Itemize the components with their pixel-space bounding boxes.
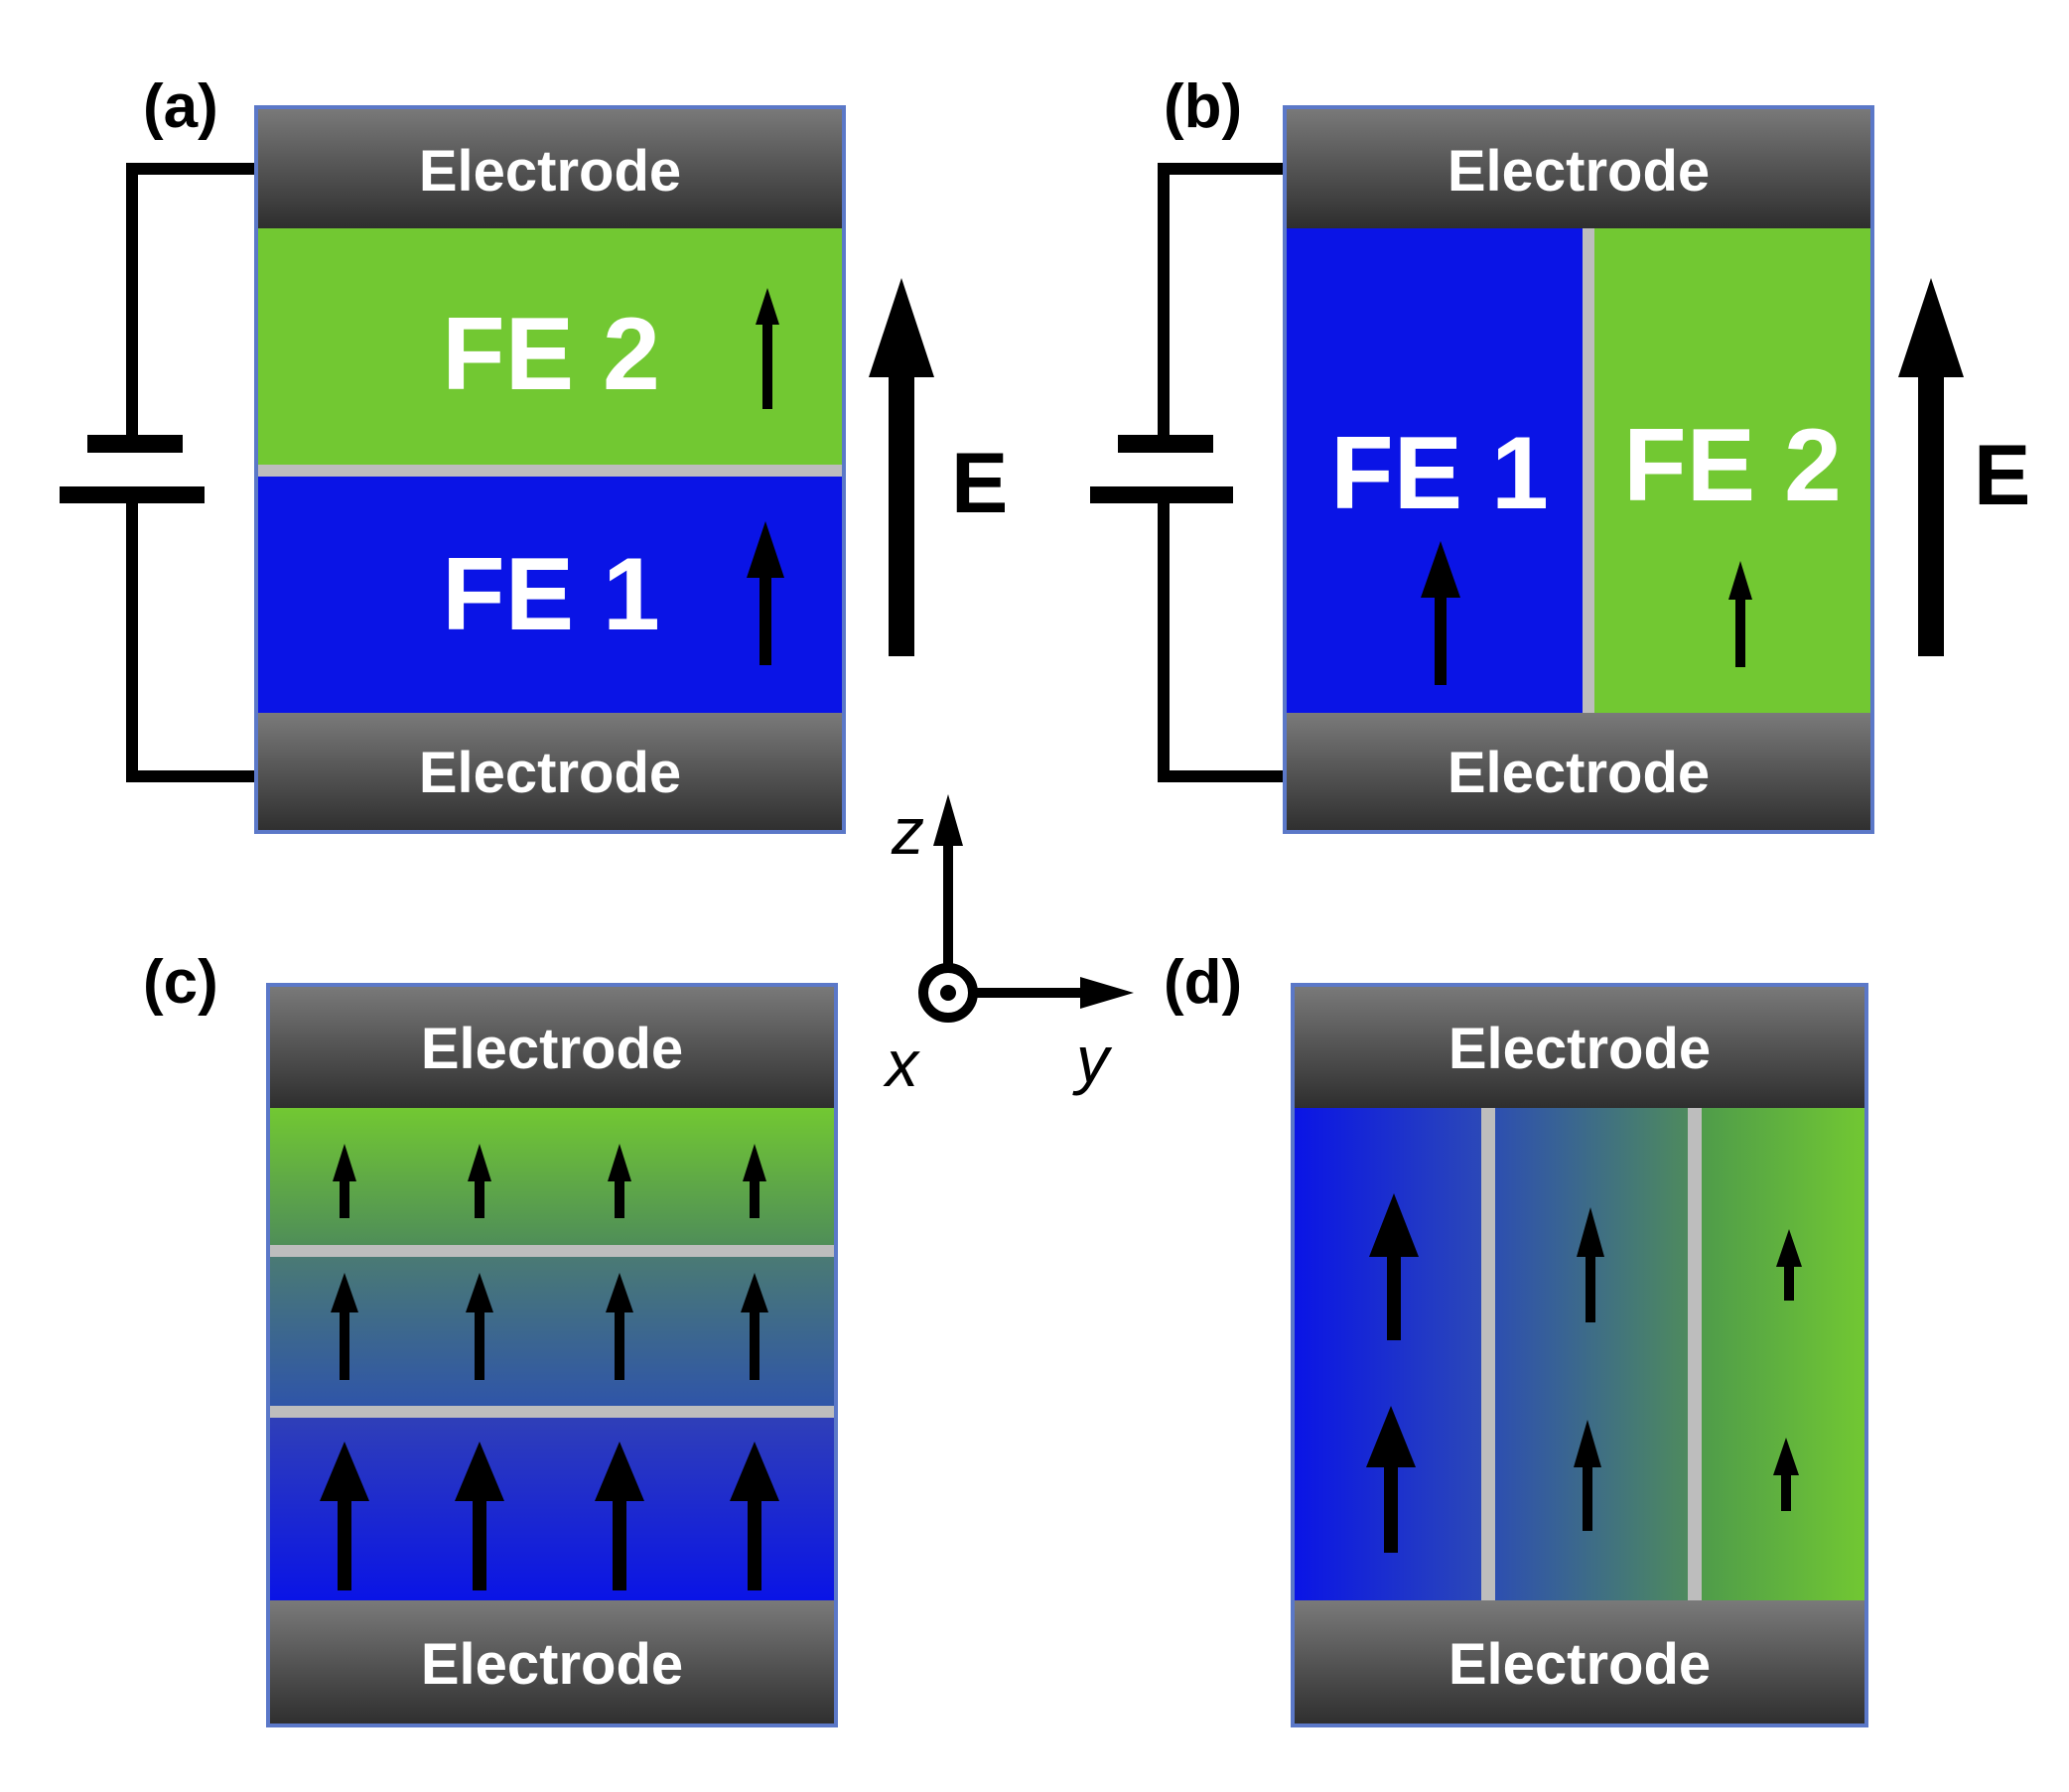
polarization-arrow-icon — [741, 1273, 768, 1380]
panel-d-electrode-top — [1293, 985, 1866, 1108]
panel-b-electrode-top-label: Electrode — [1448, 139, 1710, 204]
panel-a: (a) Electrode FE 2 FE 1 Electrode — [60, 72, 1008, 834]
panel-c-interface-upper — [268, 1245, 836, 1257]
out-of-plane-x-icon — [918, 963, 978, 1023]
electric-field-arrow-icon — [1898, 278, 1964, 656]
panel-b-field-label: E — [1974, 428, 2030, 523]
polarization-arrow-icon — [606, 1273, 633, 1380]
panel-b-fe1-layer — [1285, 228, 1583, 713]
panel-a-fe1-label: FE 1 — [442, 537, 660, 652]
panel-b-electrode-bottom — [1285, 713, 1872, 832]
panel-c-electrode-top-label: Electrode — [421, 1017, 683, 1081]
x-axis-label: x — [883, 1027, 920, 1100]
panel-b-fe2-layer — [1594, 228, 1872, 713]
panel-c-electrode-bottom-label: Electrode — [421, 1632, 683, 1697]
polarization-arrow-icon — [468, 1144, 491, 1218]
battery-icon — [60, 435, 205, 503]
panel-a-electrode-bottom — [256, 713, 844, 832]
panel-c-electrode-bottom — [268, 1600, 836, 1725]
panel-b-interface — [1583, 228, 1594, 713]
panel-a-wire-bottom — [126, 493, 256, 782]
battery-icon — [1090, 435, 1233, 503]
panel-c-label: (c) — [143, 948, 218, 1017]
panel-b: (b) Electrode FE 1 FE 2 Electrode E — [1090, 72, 2030, 834]
panel-d-electrode-bottom — [1293, 1600, 1866, 1725]
panel-c-electrode-top — [268, 985, 836, 1108]
polarization-arrow-icon — [455, 1442, 504, 1590]
polarization-arrow-icon — [1366, 1406, 1416, 1553]
z-axis-arrowhead-icon — [933, 794, 963, 846]
panel-d-column-right — [1702, 1108, 1866, 1600]
panel-b-fe1-label: FE 1 — [1330, 416, 1549, 531]
panel-a-fe2-label: FE 2 — [442, 297, 660, 412]
z-axis-line — [943, 826, 953, 987]
panel-a-fe1-layer — [256, 477, 844, 713]
panel-c-interface-lower — [268, 1406, 836, 1418]
polarization-arrow-icon — [1577, 1207, 1604, 1322]
polarization-arrow-icon — [747, 521, 784, 665]
panel-d: (d) Electrode Electrode — [1164, 948, 1868, 1727]
panel-c: (c) Electrode Electrode — [143, 948, 838, 1727]
polarization-arrow-icon — [1728, 561, 1752, 667]
polarization-arrow-icon — [333, 1144, 356, 1218]
panel-a-label: (a) — [143, 72, 218, 141]
panel-a-electrode-top — [256, 107, 844, 228]
panel-b-wire-bottom — [1158, 493, 1285, 782]
polarization-arrow-icon — [1773, 1438, 1799, 1511]
panel-d-interface-right — [1688, 1108, 1702, 1600]
panel-a-electrode-bottom-label: Electrode — [419, 741, 681, 805]
y-axis-arrowhead-icon — [1080, 977, 1134, 1009]
panel-a-interface — [256, 465, 844, 477]
polarization-arrow-icon — [608, 1144, 631, 1218]
y-axis-label: y — [1072, 1023, 1113, 1096]
polarization-arrow-icon — [595, 1442, 644, 1590]
electric-field-arrow-icon — [869, 278, 934, 656]
panel-c-border — [266, 983, 838, 1727]
panel-a-field-label: E — [951, 436, 1008, 531]
polarization-arrow-icon — [320, 1442, 369, 1590]
y-axis-line — [949, 988, 1088, 998]
panel-c-layer-bottom — [268, 1418, 836, 1600]
panel-b-fe2-label: FE 2 — [1623, 408, 1842, 523]
polarization-arrow-icon — [466, 1273, 493, 1380]
panel-d-electrode-top-label: Electrode — [1448, 1017, 1711, 1081]
panel-b-electrode-bottom-label: Electrode — [1448, 741, 1710, 805]
panel-a-border — [254, 105, 846, 834]
panel-d-border — [1291, 983, 1868, 1727]
polarization-arrow-icon — [756, 288, 779, 409]
polarization-arrow-icon — [730, 1442, 779, 1590]
panel-b-border — [1283, 105, 1874, 834]
polarization-arrow-icon — [743, 1144, 766, 1218]
panel-c-layer-middle — [268, 1257, 836, 1406]
panel-d-label: (d) — [1164, 948, 1242, 1017]
panel-d-interface-left — [1481, 1108, 1495, 1600]
panel-b-label: (b) — [1164, 72, 1242, 141]
polarization-arrow-icon — [1776, 1229, 1802, 1301]
panel-a-wire-top — [126, 163, 256, 447]
panel-d-electrode-bottom-label: Electrode — [1448, 1632, 1711, 1697]
panel-a-electrode-top-label: Electrode — [419, 139, 681, 204]
panel-c-layer-top — [268, 1108, 836, 1245]
panel-b-electrode-top — [1285, 107, 1872, 228]
coordinate-axes: z y x — [883, 794, 1134, 1100]
polarization-arrow-icon — [1369, 1193, 1419, 1340]
z-axis-label: z — [891, 794, 924, 868]
polarization-arrow-icon — [1421, 541, 1460, 685]
polarization-arrow-icon — [331, 1273, 358, 1380]
panel-b-wire-top — [1158, 163, 1285, 447]
polarization-arrow-icon — [1574, 1420, 1601, 1531]
panel-a-fe2-layer — [256, 228, 844, 465]
